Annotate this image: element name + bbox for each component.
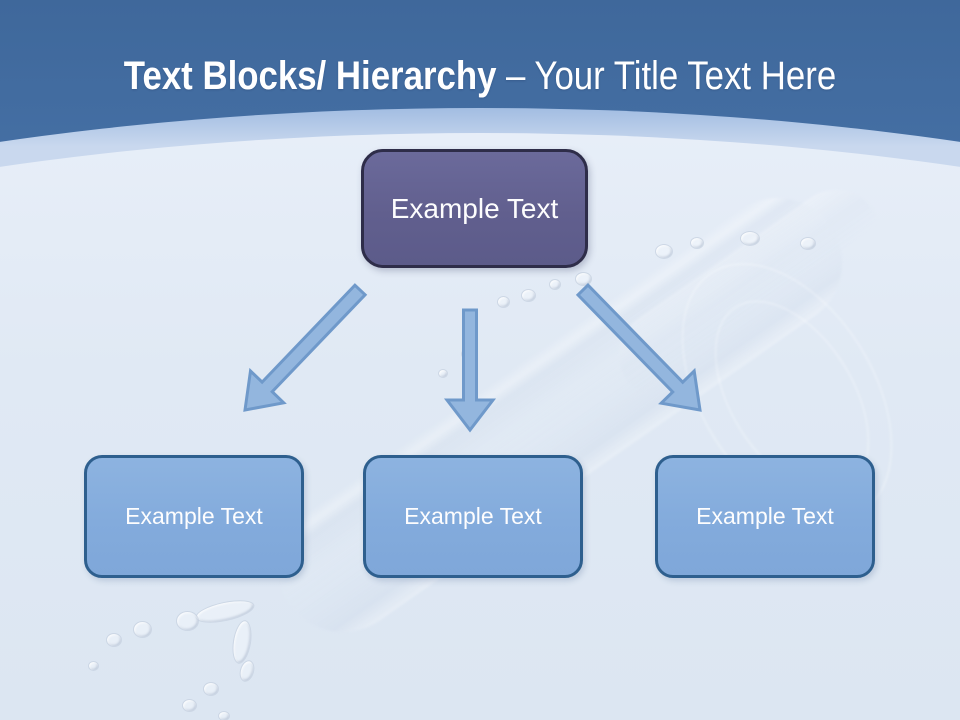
arrow-down-icon[interactable] [443,308,497,433]
root-box-label: Example Text [390,192,559,224]
title-subtitle: – Your Title Text Here [506,54,837,98]
arrow-down-right-icon[interactable] [575,282,702,412]
title-highlight: Text Blocks/ Hierarchy [123,54,497,98]
hierarchy-child-box-1[interactable]: Example Text [84,455,304,578]
child-box-label: Example Text [404,503,542,529]
child-box-label: Example Text [125,503,263,529]
hierarchy-child-box-3[interactable]: Example Text [655,455,875,578]
hierarchy-child-box-2[interactable]: Example Text [363,455,583,578]
child-box-label: Example Text [696,503,834,529]
hierarchy-root-box[interactable]: Example Text [361,149,588,268]
arrow-down-left-icon[interactable] [243,283,368,412]
slide-title[interactable]: Text Blocks/ Hierarchy– Your Title Text … [62,50,897,102]
